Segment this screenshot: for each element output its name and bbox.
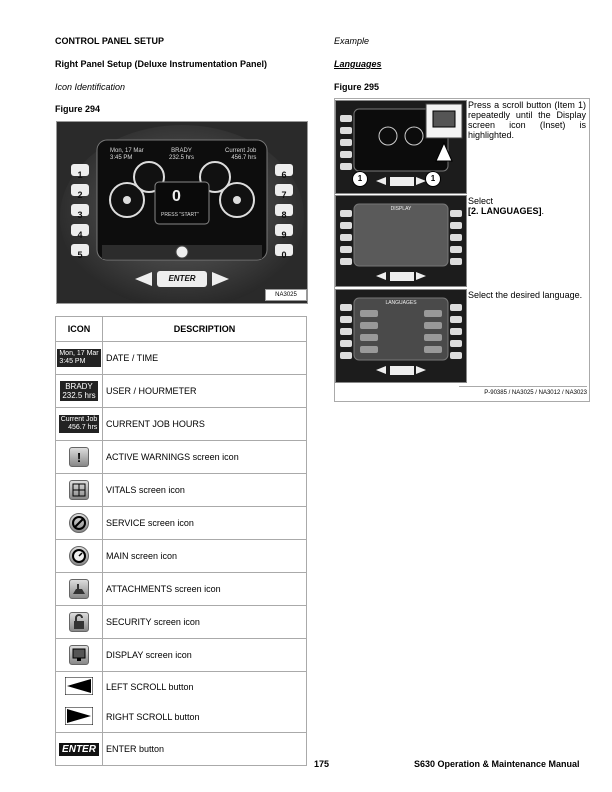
languages-heading: Languages xyxy=(334,59,382,69)
row-description: USER / HOURMETER xyxy=(102,374,307,408)
table-row: ! ACTIVE WARNINGS screen icon xyxy=(55,440,307,474)
display-monitor-icon xyxy=(69,645,89,665)
service-icon xyxy=(69,513,89,533)
panel-center-value: 0 xyxy=(172,188,181,205)
subsection-title: Right Panel Setup (Deluxe Instrumentatio… xyxy=(55,59,268,69)
table-row: VITALS screen icon xyxy=(55,473,307,507)
panel-job-label: Current Job xyxy=(225,148,257,154)
table-row: SECURITY screen icon xyxy=(55,605,307,639)
row-description: DATE / TIME xyxy=(102,341,307,375)
row-description: MAIN screen icon xyxy=(102,539,307,573)
panel-left-keys: 1 2 3 4 5 xyxy=(77,170,83,260)
step1-text: Press a scroll button (Item 1) repeatedl… xyxy=(468,100,586,140)
step3-screen-image: LANGUAGES xyxy=(335,289,467,383)
panel-user: BRADY xyxy=(171,148,192,154)
instrument-panel-drawing xyxy=(57,122,307,303)
step1-screen-image: 1 1 xyxy=(335,100,467,194)
panel-date: Mon, 17 Mar xyxy=(110,148,144,154)
panel-enter-button: ENTER xyxy=(168,274,196,283)
step3-text: Select the desired language. xyxy=(468,290,583,300)
row-description: VITALS screen icon xyxy=(102,473,307,507)
col-icon-header: ICON xyxy=(55,316,103,342)
icon-heading: Icon Identification xyxy=(55,82,126,92)
panel-press-start: PRESS "START" xyxy=(161,212,199,218)
table-row: SERVICE screen icon xyxy=(55,506,307,540)
row-description: ENTER button xyxy=(102,732,307,766)
main-gauge-icon xyxy=(69,546,89,566)
figure-295-label: Figure 295 xyxy=(334,82,380,92)
row-description: SECURITY screen icon xyxy=(102,605,307,639)
callout-1-right: 1 xyxy=(425,171,441,187)
table-header: ICON DESCRIPTION xyxy=(55,316,307,342)
row-description: CURRENT JOB HOURS xyxy=(102,407,307,441)
step2-screen-image: DISPLAY xyxy=(335,195,467,287)
attachments-icon xyxy=(69,579,89,599)
left-scroll-icon xyxy=(64,676,94,696)
table-row: RIGHT SCROLL button xyxy=(55,702,307,733)
row-description: ATTACHMENTS screen icon xyxy=(102,572,307,606)
padlock-icon xyxy=(69,612,89,632)
table-row: ATTACHMENTS screen icon xyxy=(55,572,307,606)
row-description: DISPLAY screen icon xyxy=(102,638,307,672)
instrument-panel-figure: Mon, 17 Mar 3:45 PM BRADY 232.5 hrs Curr… xyxy=(56,121,308,304)
right-scroll-icon xyxy=(64,706,94,726)
row-description: SERVICE screen icon xyxy=(102,506,307,540)
warning-icon: ! xyxy=(69,447,89,467)
section-title: CONTROL PANEL SETUP xyxy=(55,36,165,46)
page-number: 175 xyxy=(314,759,330,769)
panel-right-keys: 6 7 8 9 0 xyxy=(281,170,287,260)
manual-title: S630 Operation & Maintenance Manual xyxy=(414,759,580,769)
table-row: MAIN screen icon xyxy=(55,539,307,573)
enter-icon: ENTER xyxy=(59,742,99,756)
col-description-header: DESCRIPTION xyxy=(102,316,307,342)
step2-text: Select[2. LANGUAGES]. xyxy=(468,196,545,216)
panel-hours: 232.5 hrs xyxy=(169,155,195,161)
step2-screen-title: DISPLAY xyxy=(390,206,412,212)
example-heading: Example xyxy=(334,36,370,46)
row-description: LEFT SCROLL button xyxy=(102,671,307,702)
figure-295-codes: P-90385 / NA3025 / NA3012 / NA3023 xyxy=(459,386,587,399)
row-description: ACTIVE WARNINGS screen icon xyxy=(102,440,307,474)
panel-job-hours: 456.7 hrs xyxy=(231,155,257,161)
figure-295-box: 1 1 Press a scroll button (Item 1) repea… xyxy=(334,98,590,402)
table-row: LEFT SCROLL button xyxy=(55,671,307,702)
callout-1-left: 1 xyxy=(352,171,368,187)
svg-text:!: ! xyxy=(77,450,81,465)
table-row: ENTER ENTER button xyxy=(55,732,307,766)
step3-screen-title: LANGUAGES xyxy=(385,300,417,306)
figure-294-label: Figure 294 xyxy=(55,104,101,114)
row-description: RIGHT SCROLL button xyxy=(102,702,307,733)
figure-294-ref-code: NA3025 xyxy=(265,289,307,301)
table-row: DISPLAY screen icon xyxy=(55,638,307,672)
vitals-icon xyxy=(69,480,89,500)
panel-time: 3:45 PM xyxy=(110,155,133,161)
